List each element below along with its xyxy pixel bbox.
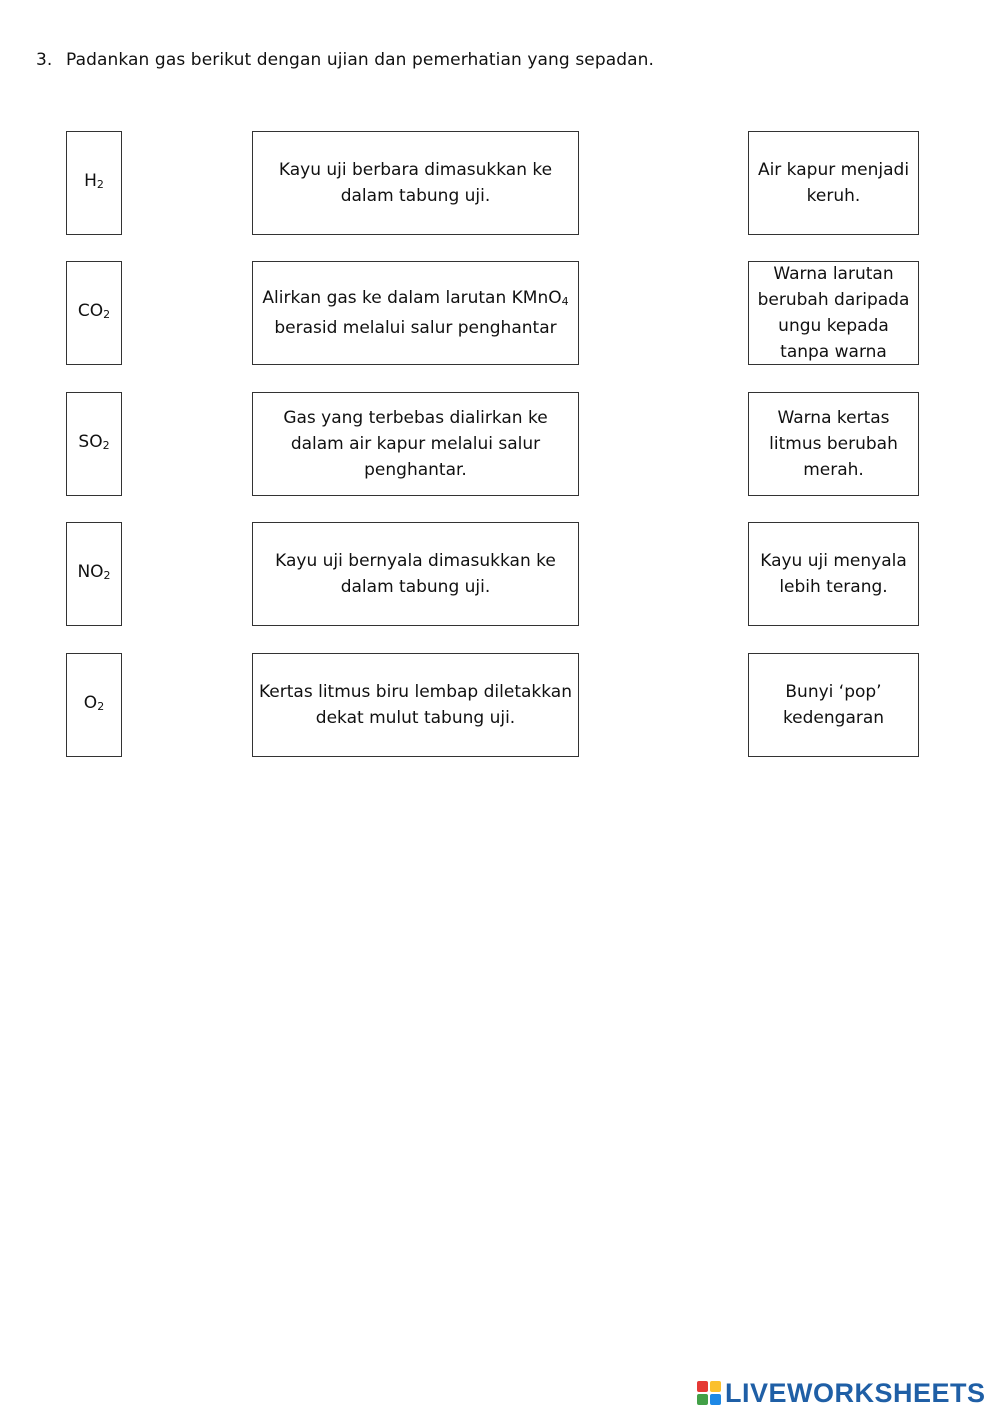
gas-card-co2[interactable]: CO2	[66, 261, 122, 365]
question-instruction: Padankan gas berikut dengan ujian dan pe…	[66, 50, 655, 70]
test-card-3[interactable]: Gas yang terbebas dialirkan ke dalam air…	[252, 392, 579, 496]
test-card-1[interactable]: Kayu uji berbara dimasukkan ke dalam tab…	[252, 131, 579, 235]
gas-formula: O2	[83, 693, 105, 713]
liveworksheets-logo-icon	[697, 1381, 721, 1405]
question-number: 3.	[36, 50, 53, 70]
test-card-5[interactable]: Kertas litmus biru lembap diletakkan dek…	[252, 653, 579, 757]
gas-card-no2[interactable]: NO2	[66, 522, 122, 626]
test-text: Kayu uji berbara dimasukkan ke dalam tab…	[278, 160, 553, 206]
test-text: Gas yang terbebas dialirkan ke dalam air…	[283, 408, 548, 480]
observation-text: Bunyi ‘pop’ kedengaran	[782, 682, 885, 728]
observation-card-5[interactable]: Bunyi ‘pop’ kedengaran	[748, 653, 919, 757]
observation-text: Warna kertas litmus berubah merah.	[769, 408, 898, 480]
test-text: Kertas litmus biru lembap diletakkan dek…	[259, 682, 572, 728]
liveworksheets-watermark: LIVEWORKSHEETS	[697, 1378, 986, 1408]
test-card-4[interactable]: Kayu uji bernyala dimasukkan ke dalam ta…	[252, 522, 579, 626]
gas-card-so2[interactable]: SO2	[66, 392, 122, 496]
gas-card-o2[interactable]: O2	[66, 653, 122, 757]
observation-card-4[interactable]: Kayu uji menyala lebih terang.	[748, 522, 919, 626]
watermark-text: LIVEWORKSHEETS	[725, 1377, 986, 1408]
observation-text: Air kapur menjadi keruh.	[757, 160, 910, 206]
gas-formula: H2	[84, 171, 104, 191]
observation-text: Kayu uji menyala lebih terang.	[760, 551, 907, 597]
test-text: Kayu uji bernyala dimasukkan ke dalam ta…	[275, 551, 556, 597]
gas-formula: SO2	[78, 432, 110, 452]
observation-card-1[interactable]: Air kapur menjadi keruh.	[748, 131, 919, 235]
question-text: 3. Padankan gas berikut dengan ujian dan …	[36, 50, 654, 70]
observation-card-3[interactable]: Warna kertas litmus berubah merah.	[748, 392, 919, 496]
gas-formula: CO2	[77, 301, 111, 321]
observation-card-2[interactable]: Warna larutan berubah daripada ungu kepa…	[748, 261, 919, 365]
gas-formula: NO2	[77, 562, 111, 582]
gas-card-h2[interactable]: H2	[66, 131, 122, 235]
observation-text: Warna larutan berubah daripada ungu kepa…	[757, 264, 910, 362]
